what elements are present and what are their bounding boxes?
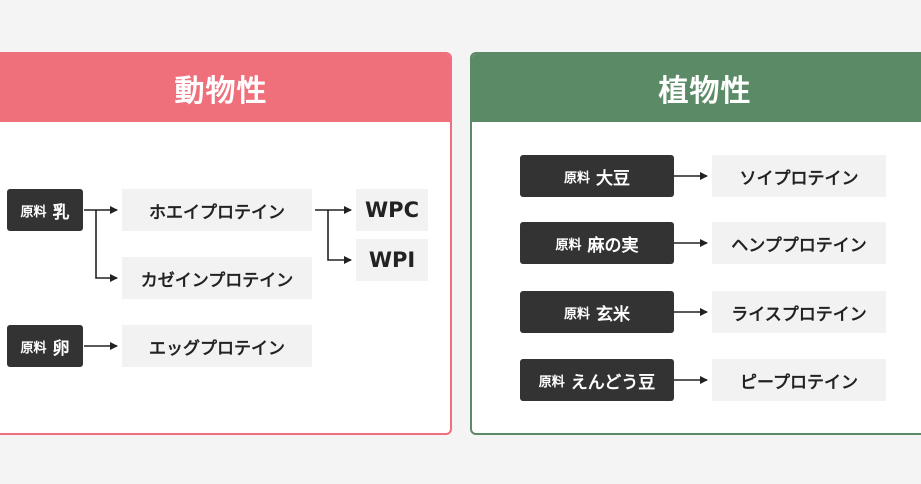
product-hemp: ヘンププロテイン bbox=[712, 222, 886, 264]
source-name: 乳 bbox=[52, 202, 70, 223]
animal-panel-title: 動物性 bbox=[0, 54, 450, 122]
source-prefix: 原料 bbox=[563, 170, 590, 186]
source-name: 卵 bbox=[52, 338, 70, 359]
source-name: 大豆 bbox=[596, 168, 630, 189]
source-name: えんどう豆 bbox=[570, 372, 656, 393]
product-egg: エッグプロテイン bbox=[122, 325, 312, 367]
product-wpi: WPI bbox=[356, 239, 428, 281]
source-egg: 原料 卵 bbox=[7, 325, 83, 367]
source-hemp: 原料 麻の実 bbox=[520, 222, 674, 264]
source-prefix: 原料 bbox=[20, 340, 47, 356]
product-rice: ライスプロテイン bbox=[712, 291, 886, 333]
source-prefix: 原料 bbox=[563, 306, 590, 322]
source-pea: 原料 えんどう豆 bbox=[520, 359, 674, 401]
source-soy: 原料 大豆 bbox=[520, 155, 674, 197]
plant-panel-title: 植物性 bbox=[472, 54, 921, 122]
product-whey: ホエイプロテイン bbox=[122, 189, 312, 231]
source-rice: 原料 玄米 bbox=[520, 291, 674, 333]
source-name: 玄米 bbox=[596, 304, 630, 325]
product-wpc: WPC bbox=[356, 189, 428, 231]
source-name: 麻の実 bbox=[587, 235, 639, 256]
product-pea: ピープロテイン bbox=[712, 359, 886, 401]
source-prefix: 原料 bbox=[555, 237, 582, 253]
source-prefix: 原料 bbox=[20, 204, 47, 220]
product-casein: カゼインプロテイン bbox=[122, 257, 312, 299]
source-prefix: 原料 bbox=[538, 374, 565, 390]
source-milk: 原料 乳 bbox=[7, 189, 83, 231]
product-soy: ソイプロテイン bbox=[712, 155, 886, 197]
